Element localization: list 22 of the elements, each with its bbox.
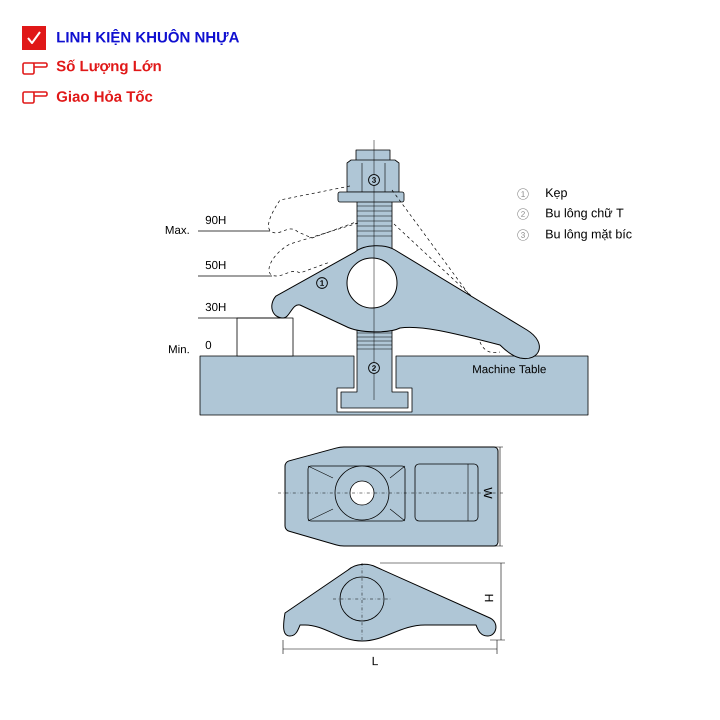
legend-text: Bu lông mặt bíc	[546, 229, 632, 241]
callout-number: 1	[517, 188, 529, 200]
legend-text: Kẹp	[546, 188, 567, 200]
subheading: Số Lượng Lớn	[56, 60, 161, 74]
dimension-label: 30H	[206, 302, 226, 312]
table-label: Machine Table	[473, 364, 546, 374]
dimension-label: 90H	[206, 216, 226, 224]
dimension-label: Min.	[169, 344, 189, 354]
dimension-label: L	[372, 656, 378, 666]
subheading: Giao Hỏa Tốc	[56, 90, 152, 102]
dimension-label: W	[484, 487, 492, 499]
callout-number: 1	[316, 277, 328, 289]
dimension-label: 0	[206, 340, 212, 350]
callout-number: 2	[517, 208, 529, 220]
heading: LINH KIỆN KHUÔN NHỰA	[57, 28, 240, 46]
dimension-label: H	[484, 594, 494, 602]
dimension-label: Max.	[166, 226, 189, 234]
callout-number: 3	[368, 174, 380, 186]
callout-number: 3	[517, 229, 529, 241]
callout-number: 2	[368, 362, 380, 374]
dimension-label: 50H	[206, 260, 226, 270]
legend-text: Bu lông chữ T	[546, 208, 624, 220]
